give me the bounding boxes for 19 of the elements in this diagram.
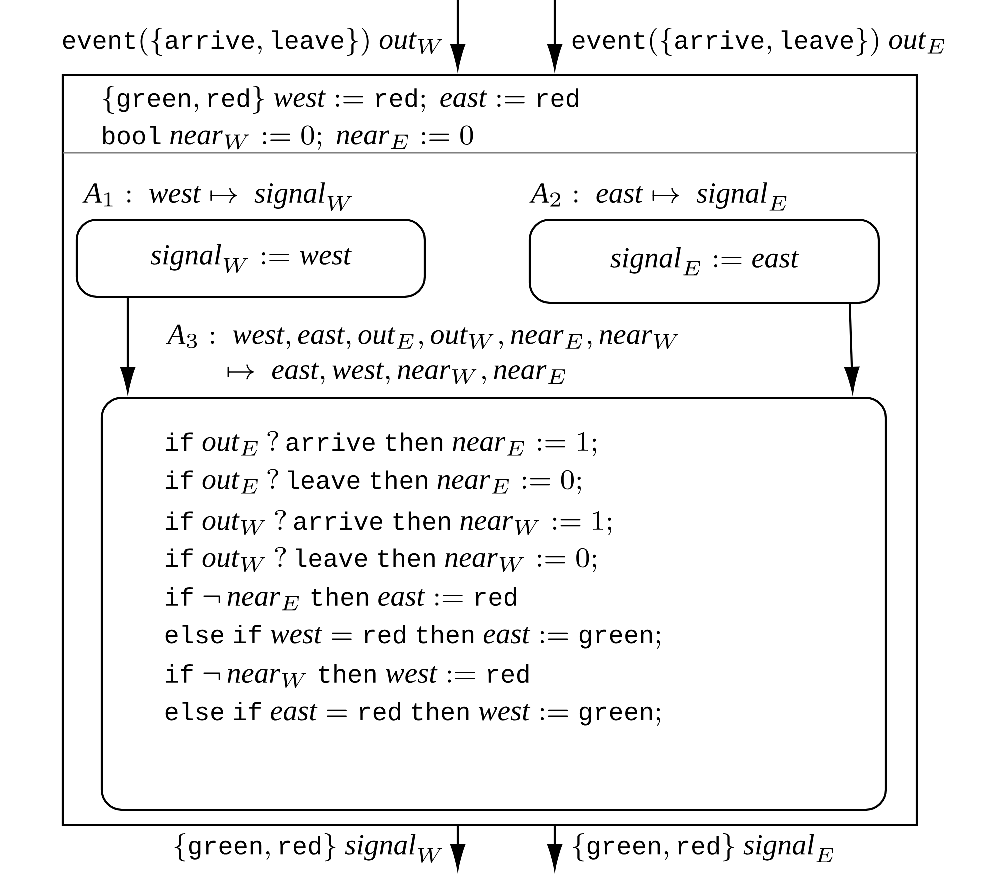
edge-label: $\{\mathtt{green},\mathtt{red}\}\ \mathit{signal}_E$ bbox=[568, 830, 840, 866]
declaration-text: $\{\mathtt{green},\mathtt{red}\}\ \mathit{west}:=\mathtt{red};\ \mathit{east}:=\mathtt{red}$ bbox=[103, 86, 578, 114]
code-line: $\mathtt{if}\ \mathit{out}_W\,?\,\mathtt{leave}\ \mathtt{then}\ \mathit{near}_W:=0;$ bbox=[166, 547, 596, 572]
code-line: $\mathtt{if}\ \neg\,\mathit{near}_E\ \mathtt{then}\ \mathit{east}:=\mathtt{red}$ bbox=[166, 588, 516, 611]
edge-label: $\{\mathtt{green},\mathtt{red}\}\ \mathit{signal}_W$ bbox=[169, 830, 450, 866]
edge-label: $\mathtt{event}(\{\mathtt{arrive},\mathtt{leave}\})\ \mathit{out}_E$ bbox=[568, 24, 952, 60]
action-label: $\mathit{A}_2:\ \mathit{east}\mapsto\ \mathit{signal}_E$ bbox=[530, 182, 787, 211]
action-label: $\begin{array}{l}\mathit{A}_3:\ \mathit{west},\mathit{east},\mathit{out}_E,\mathit{out}_W,\mathit{near}_E,\mathit{near}_W\\\qquad\mapsto\ \mathit{east},\mathit{west},\mathit{near}_W,\mathit{near}_E\end{array}$ bbox=[166, 324, 679, 385]
code-line: $\mathtt{else}\ \mathtt{if}\ \mathit{east}=\mathtt{red}\ \mathtt{then}\ \mathit{west}:=\mathtt{green};$ bbox=[166, 702, 660, 726]
code-line: $\mathtt{if}\ \mathit{out}_E\,?\,\mathtt{arrive}\ \mathtt{then}\ \mathit{near}_E:=1;$ bbox=[166, 431, 596, 456]
code-line: $\mathtt{if}\ \mathit{out}_W\,?\,\mathtt{arrive}\ \mathtt{then}\ \mathit{near}_W:=1;$ bbox=[166, 510, 612, 536]
code-line: $\mathtt{if}\ \neg\,\mathit{near}_W\ \mathtt{then}\ \mathit{west}:=\mathtt{red}$ bbox=[166, 664, 529, 688]
declaration-text: $\mathtt{bool}\ \mathit{near}_W:=0;\ \mathit{near}_E:=0$ bbox=[103, 126, 474, 150]
code-line: $\mathtt{else}\ \mathtt{if}\ \mathit{west}=\mathtt{red}\ \mathtt{then}\ \mathit{east}:=\mathtt{green};$ bbox=[166, 625, 660, 649]
assignment-text: $\mathit{signal}_W:=\mathit{west}$ bbox=[150, 244, 352, 274]
edge-label: $\mathtt{event}(\{\mathtt{arrive},\mathtt{leave}\})\ \mathit{out}_W$ bbox=[58, 24, 450, 60]
action-label: $\mathit{A}_1:\ \mathit{west}\mapsto\ \mathit{signal}_W$ bbox=[82, 182, 352, 212]
code-line: $\mathtt{if}\ \mathit{out}_E\,?\,\mathtt{leave}\ \mathtt{then}\ \mathit{near}_E:=0;$ bbox=[166, 469, 581, 494]
assignment-text: $\mathit{signal}_E:=\mathit{east}$ bbox=[610, 247, 800, 276]
